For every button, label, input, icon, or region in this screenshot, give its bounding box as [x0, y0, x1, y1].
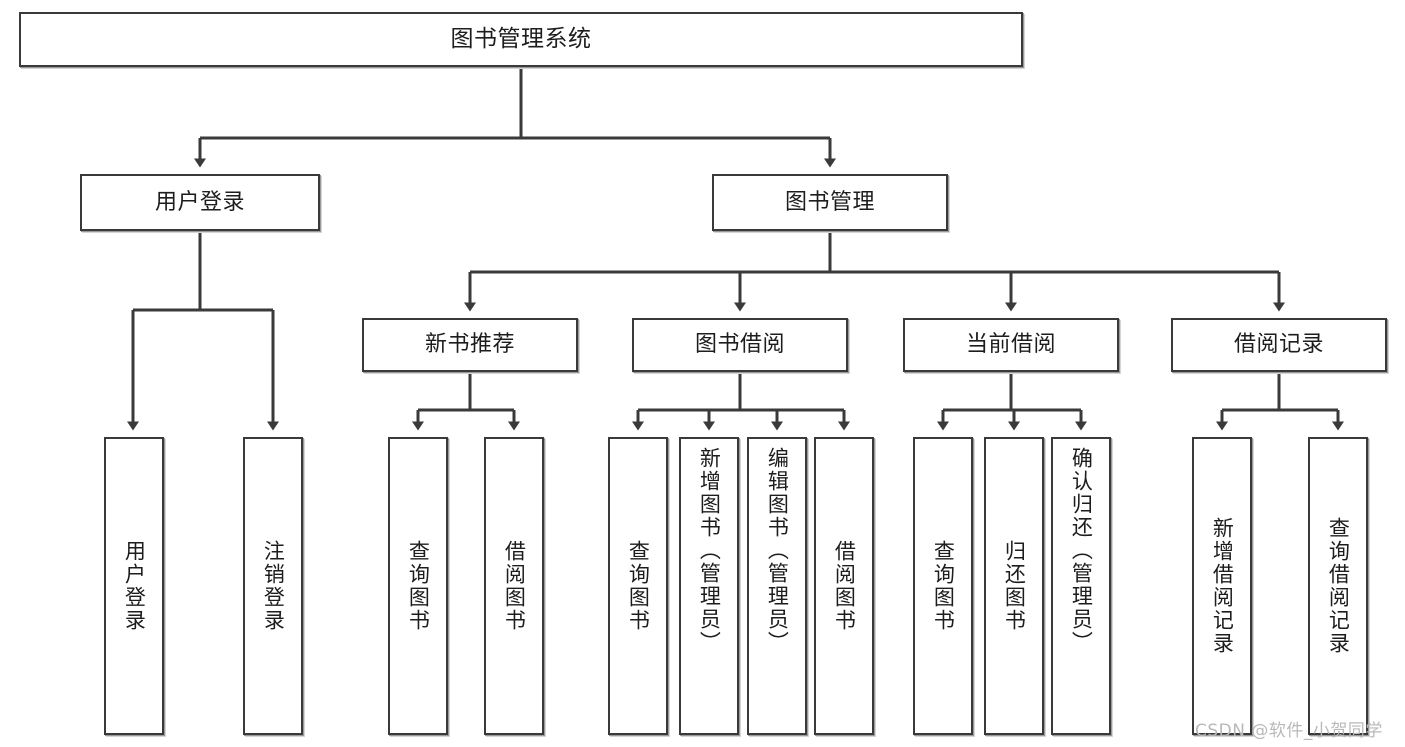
node-root[interactable]: 图书管理系统 [19, 12, 1023, 67]
node-level2-book-management[interactable]: 图书管理 [712, 174, 948, 231]
node-leaf-user-login[interactable]: 用户登录 [104, 437, 164, 735]
node-level3-new-book-recommend-label: 新书推荐 [424, 332, 515, 357]
node-level2-user-login-label: 用户登录 [154, 189, 245, 215]
node-level3-current-borrow-label: 当前借阅 [965, 332, 1056, 357]
node-leaf-add-book-admin-label: 新增图书（管理员） [697, 447, 722, 654]
node-leaf-query-book-borrow-label: 查询图书 [626, 540, 651, 632]
csdn-watermark: CSDN @软件_小贺同学 [1195, 721, 1383, 741]
node-leaf-confirm-return-admin-label: 确认归还（管理员） [1069, 447, 1094, 654]
node-leaf-borrow-book-recommend-label: 借阅图书 [502, 540, 527, 632]
node-leaf-query-borrow-record-label: 查询借阅记录 [1326, 517, 1351, 655]
node-leaf-query-book-borrow[interactable]: 查询图书 [608, 437, 668, 735]
node-leaf-return-book-label: 归还图书 [1002, 540, 1027, 632]
node-level3-book-borrow-label: 图书借阅 [694, 332, 785, 357]
node-level3-borrow-record[interactable]: 借阅记录 [1171, 318, 1387, 372]
node-leaf-user-login-label: 用户登录 [122, 540, 147, 632]
node-leaf-edit-book-admin[interactable]: 编辑图书（管理员） [747, 437, 807, 735]
node-leaf-add-borrow-record[interactable]: 新增借阅记录 [1192, 437, 1252, 735]
node-leaf-logout-label: 注销登录 [261, 540, 286, 632]
node-leaf-query-book-current[interactable]: 查询图书 [913, 437, 973, 735]
node-leaf-add-book-admin[interactable]: 新增图书（管理员） [679, 437, 739, 735]
node-root-label: 图书管理系统 [450, 26, 592, 52]
node-leaf-edit-book-admin-label: 编辑图书（管理员） [765, 447, 790, 654]
node-leaf-borrow-book-label: 借阅图书 [832, 540, 857, 632]
node-leaf-confirm-return-admin[interactable]: 确认归还（管理员） [1051, 437, 1111, 735]
node-level3-current-borrow[interactable]: 当前借阅 [903, 318, 1119, 372]
node-level3-borrow-record-label: 借阅记录 [1233, 332, 1324, 357]
node-leaf-borrow-book[interactable]: 借阅图书 [814, 437, 874, 735]
node-leaf-return-book[interactable]: 归还图书 [984, 437, 1044, 735]
node-leaf-query-book-recommend[interactable]: 查询图书 [388, 437, 448, 735]
node-level3-book-borrow[interactable]: 图书借阅 [632, 318, 848, 372]
node-leaf-add-borrow-record-label: 新增借阅记录 [1210, 517, 1235, 655]
node-leaf-query-borrow-record[interactable]: 查询借阅记录 [1308, 437, 1368, 735]
node-leaf-query-book-current-label: 查询图书 [931, 540, 956, 632]
node-leaf-logout[interactable]: 注销登录 [243, 437, 303, 735]
node-level2-user-login[interactable]: 用户登录 [80, 174, 320, 231]
node-level2-book-management-label: 图书管理 [784, 189, 875, 215]
node-level3-new-book-recommend[interactable]: 新书推荐 [362, 318, 578, 372]
node-leaf-borrow-book-recommend[interactable]: 借阅图书 [484, 437, 544, 735]
node-leaf-query-book-recommend-label: 查询图书 [406, 540, 431, 632]
